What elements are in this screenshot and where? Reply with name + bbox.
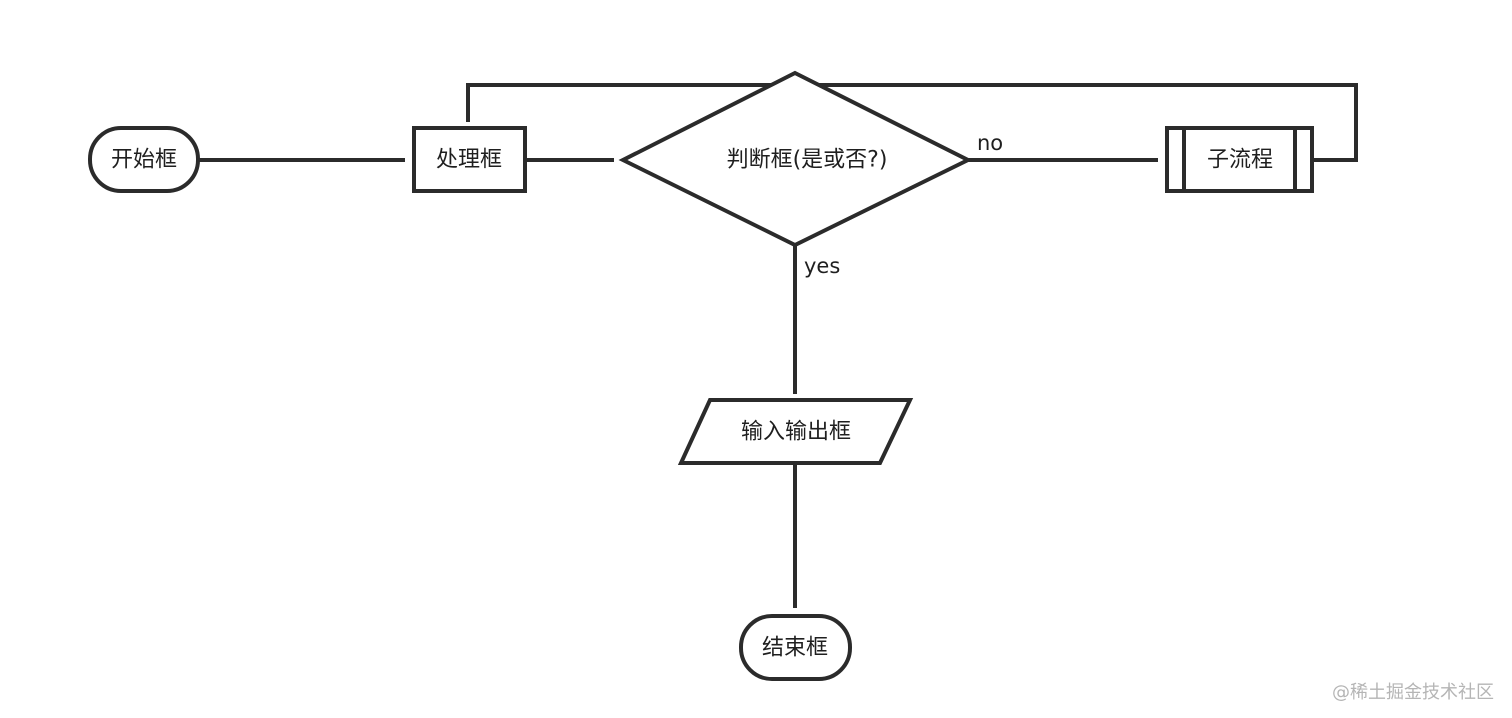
start-terminal-shape (88, 126, 200, 193)
connector-subprocess-loop-back-to-process (466, 83, 1358, 162)
yes-edge-label: yes (804, 254, 840, 278)
end-terminal-shape (739, 614, 852, 681)
start-terminal-label: 开始框 (111, 148, 177, 173)
io-parallelogram-label: 输入输出框 (741, 420, 851, 445)
no-edge-label: no (977, 131, 1003, 155)
decision-diamond-label: 判断框(是或否?) (727, 148, 888, 173)
decision-diamond-shape (618, 70, 973, 248)
subprocess-box-shape (1165, 126, 1314, 193)
process-box-label: 处理框 (436, 148, 502, 173)
process-box-shape (412, 126, 527, 193)
end-terminal-label: 结束框 (762, 636, 828, 661)
watermark-text: @稀土掘金技术社区 (1332, 682, 1494, 703)
subprocess-box-label: 子流程 (1207, 148, 1273, 173)
io-parallelogram-shape (677, 398, 914, 465)
